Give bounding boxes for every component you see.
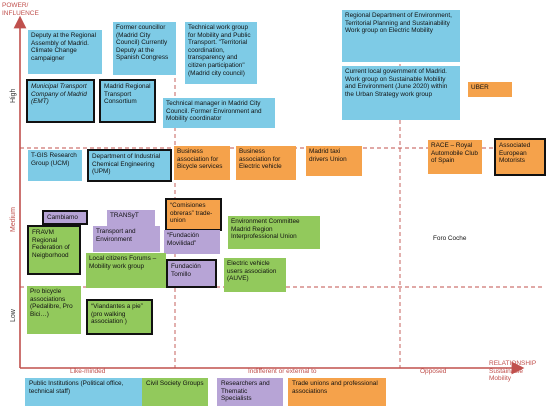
box-electric-vehicle-users: Electric vehicle users association (AUVE… xyxy=(224,258,286,292)
box-current-local-government: Current local government of Madrid. Work… xyxy=(342,66,460,120)
level-medium: Medium xyxy=(10,207,17,232)
box-business-bicycle: Business association for Bicycle service… xyxy=(174,146,230,180)
y-axis-title: POWER/ INFLUENCE xyxy=(2,2,39,17)
x-label-like-minded: Like-minded xyxy=(70,368,106,375)
x-axis-title: RELATIONSHIP Sustainable Mobility xyxy=(489,360,537,382)
legend-trade-unions: Trade unions and professional associatio… xyxy=(288,378,386,406)
box-madrid-taxi: Madrid taxi drivers Union xyxy=(306,146,362,176)
legend-researchers: Researchers and Thematic Specialists xyxy=(217,378,283,406)
box-race: RACE – Royal Automobile Club of Spain xyxy=(428,140,482,174)
box-fundacion-tomillo: Fundación Tomillo xyxy=(166,259,217,288)
level-high: High xyxy=(10,88,17,103)
level-low: Low xyxy=(10,309,17,322)
box-tgis: T-GIS Research Group (UCM) xyxy=(28,150,82,181)
box-local-citizens-forums: Local citizens Forums – Mobility work gr… xyxy=(86,253,166,288)
box-regional-transport-consortium: Madrid Regional Transport Consortium xyxy=(99,79,156,123)
box-associated-european-motorists: Associated European Motorists xyxy=(494,138,546,176)
box-transport-environment: Transport and Environment xyxy=(93,226,160,252)
box-technical-manager: Technical manager in Madrid City Council… xyxy=(163,98,275,128)
box-emt: Municipal Transport Company of Madrid (E… xyxy=(26,79,95,123)
box-fundacion-movilidad: “Fundación Movilidad” xyxy=(164,230,220,254)
box-business-electric: Business association for Electric vehicl… xyxy=(236,146,296,180)
legend-public-institutions: Public Institutions (Political office, t… xyxy=(25,378,143,406)
x-label-opposed: Opposed xyxy=(420,368,447,375)
box-comisiones-obreras: “Comisiones obreras” trade-union xyxy=(165,198,222,231)
box-environment-committee: Environment Committee Madrid Region Inte… xyxy=(228,216,320,249)
box-dept-industrial-chemical: Department of Industrial Chemical Engine… xyxy=(87,149,172,182)
box-viandantes: “Viandantes a pie” (pro walking associat… xyxy=(86,299,153,335)
box-technical-work-group: Technical work group for Mobility and Pu… xyxy=(185,22,257,84)
box-deputy-assembly: Deputy at the Regional Assembly of Madri… xyxy=(28,30,102,74)
box-cambiamo: Cambiamo xyxy=(42,210,88,225)
box-transyt: TRANSyT xyxy=(107,210,155,226)
legend-civil-society: Civil Society Groups xyxy=(142,378,208,406)
box-former-councillor: Former councillor (Madrid City Council) … xyxy=(113,22,176,75)
x-label-indifferent: Indifferent or external to xyxy=(248,368,317,375)
box-foro-coche: Foro Coche xyxy=(430,233,478,249)
box-uber: UBER xyxy=(468,82,512,97)
box-pro-bicycle: Pro bicycle associations (Pedalibre, Pro… xyxy=(27,286,81,334)
box-fravm: FRAVM Regional Federation of Neigborhood xyxy=(27,225,81,275)
box-regional-department: Regional Department of Environment, Terr… xyxy=(342,10,460,62)
